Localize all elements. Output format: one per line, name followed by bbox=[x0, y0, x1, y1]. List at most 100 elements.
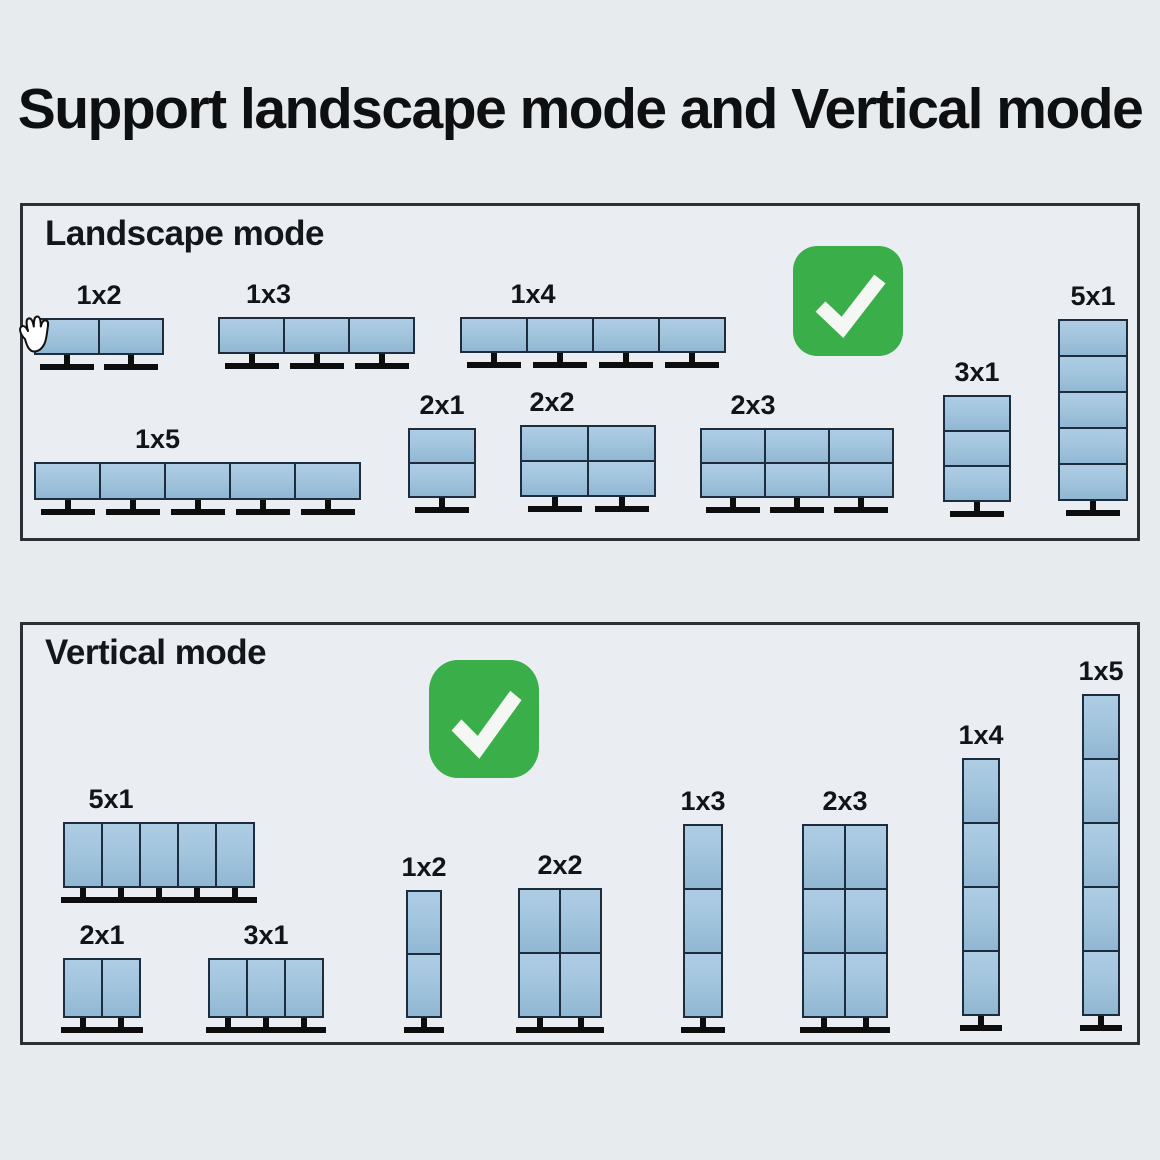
monitor-cell bbox=[764, 428, 830, 464]
monitor-cell bbox=[1058, 463, 1128, 501]
monitor-cell bbox=[1082, 758, 1120, 824]
config-label: 1x3 bbox=[245, 279, 292, 309]
monitor-cell bbox=[460, 317, 528, 353]
monitor-cell bbox=[1082, 886, 1120, 952]
monitor-cell bbox=[559, 952, 602, 1018]
monitor-cell bbox=[844, 824, 888, 890]
monitor-stand bbox=[40, 500, 95, 515]
monitor-cell bbox=[294, 462, 361, 500]
monitor-stand bbox=[61, 1018, 105, 1033]
monitor-stand bbox=[61, 888, 105, 903]
monitor-cell bbox=[683, 952, 723, 1018]
monitor-stand bbox=[681, 1018, 725, 1033]
monitor-cell bbox=[962, 886, 1000, 952]
config-label: 2x3 bbox=[730, 390, 776, 420]
monitor-stand bbox=[105, 500, 160, 515]
monitor-cell bbox=[683, 888, 723, 954]
monitor-cell bbox=[406, 890, 442, 955]
monitor-cell bbox=[559, 888, 602, 954]
monitor-config-2x2: 2x2 bbox=[520, 387, 656, 513]
monitor-config-2x1: 2x1 bbox=[408, 390, 476, 514]
monitor-stand bbox=[706, 498, 760, 513]
monitor-stand bbox=[800, 1018, 848, 1033]
monitor-cell bbox=[164, 462, 231, 500]
monitor-config-3x1: 3x1 bbox=[206, 920, 326, 1034]
config-label: 1x2 bbox=[401, 852, 447, 882]
monitor-cell bbox=[518, 952, 561, 1018]
monitor-config-1x5: 1x5 bbox=[34, 424, 361, 516]
monitor-stand bbox=[960, 1016, 1002, 1031]
config-label: 2x1 bbox=[79, 920, 125, 950]
config-label: 1x4 bbox=[958, 720, 1004, 750]
config-label: 2x2 bbox=[537, 850, 583, 880]
monitor-stand bbox=[289, 354, 344, 369]
config-label: 1x2 bbox=[76, 280, 122, 310]
monitor-cell bbox=[700, 462, 766, 498]
monitor-cell bbox=[962, 822, 1000, 888]
monitor-stand bbox=[235, 500, 290, 515]
monitor-cell bbox=[1058, 427, 1128, 465]
monitor-config-1x3: 1x3 bbox=[680, 786, 726, 1034]
monitor-cell bbox=[844, 952, 888, 1018]
monitor-cell bbox=[406, 953, 442, 1018]
monitor-stand bbox=[516, 1018, 563, 1033]
monitor-cell bbox=[99, 462, 166, 500]
monitor-config-2x2: 2x2 bbox=[516, 850, 604, 1034]
monitor-stand bbox=[1066, 501, 1120, 516]
monitor-stand bbox=[467, 353, 521, 368]
monitor-cell bbox=[943, 395, 1011, 432]
monitor-cell bbox=[1082, 694, 1120, 760]
monitor-cell bbox=[700, 428, 766, 464]
monitor-cell bbox=[683, 824, 723, 890]
monitor-stand bbox=[842, 1018, 890, 1033]
config-label: 1x5 bbox=[134, 424, 181, 454]
monitor-config-5x1: 5x1 bbox=[61, 784, 257, 904]
monitor-config-1x2: 1x2 bbox=[401, 852, 447, 1034]
monitor-stand bbox=[206, 1018, 250, 1033]
monitor-cell bbox=[34, 462, 101, 500]
monitor-cell bbox=[139, 822, 179, 888]
monitor-cell bbox=[658, 317, 726, 353]
monitor-stand bbox=[950, 502, 1004, 517]
monitor-stand bbox=[533, 353, 587, 368]
monitor-stand bbox=[665, 353, 719, 368]
monitor-cell bbox=[101, 958, 141, 1018]
monitor-stand bbox=[104, 355, 158, 370]
monitor-cell bbox=[828, 462, 894, 498]
check-icon bbox=[429, 660, 539, 778]
landscape-panel-title: Landscape mode bbox=[45, 214, 324, 253]
monitor-cell bbox=[1058, 355, 1128, 393]
config-label: 3x1 bbox=[954, 357, 1000, 387]
monitor-config-1x4: 1x4 bbox=[460, 279, 726, 369]
monitor-cell bbox=[1082, 822, 1120, 888]
monitor-cell bbox=[943, 465, 1011, 502]
config-label: 1x5 bbox=[1078, 656, 1124, 686]
monitor-cell bbox=[962, 950, 1000, 1016]
monitor-stand bbox=[770, 498, 824, 513]
monitor-cell bbox=[764, 462, 830, 498]
monitor-config-2x1: 2x1 bbox=[61, 920, 143, 1034]
monitor-cell bbox=[348, 317, 415, 354]
monitor-cell bbox=[828, 428, 894, 464]
monitor-cell bbox=[98, 318, 164, 355]
monitor-cell bbox=[526, 317, 594, 353]
monitor-cell bbox=[1058, 391, 1128, 429]
monitor-stand bbox=[594, 497, 649, 512]
monitor-stand bbox=[404, 1018, 444, 1033]
monitor-stand bbox=[99, 1018, 143, 1033]
monitor-config-1x3: 1x3 bbox=[218, 279, 415, 370]
monitor-cell bbox=[520, 425, 589, 462]
check-icon bbox=[793, 246, 903, 356]
monitor-config-3x1: 3x1 bbox=[943, 357, 1011, 518]
monitor-cell bbox=[844, 888, 888, 954]
monitor-cell bbox=[63, 822, 103, 888]
monitor-stand bbox=[300, 500, 355, 515]
monitor-stand bbox=[224, 354, 279, 369]
monitor-stand bbox=[415, 498, 469, 513]
config-label: 2x2 bbox=[529, 387, 575, 417]
monitor-stand bbox=[834, 498, 888, 513]
monitor-stand bbox=[99, 888, 143, 903]
monitor-config-1x5: 1x5 bbox=[1078, 656, 1124, 1032]
